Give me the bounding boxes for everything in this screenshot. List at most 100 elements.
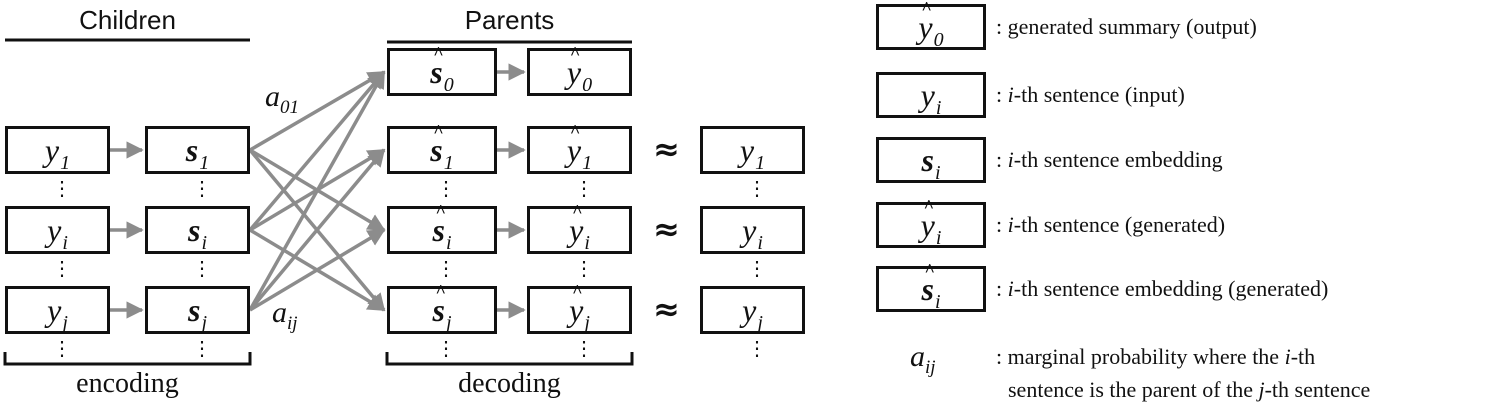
legend-symbol: y <box>920 207 935 243</box>
legend-desc-text: -th sentence (input) <box>1013 82 1185 107</box>
legend-desc-aij-line1: : marginal probability where the i-th <box>996 344 1315 370</box>
ellipsis-target: ⋮ <box>747 338 767 360</box>
child-embedding-symbol: s <box>187 292 201 328</box>
legend-symbol-box-generated-embedding: ^si <box>876 261 986 313</box>
hat-mark: ^ <box>921 0 932 18</box>
legend-desc-text: sentence is the parent of the <box>1008 377 1259 402</box>
ellipsis-parent-output: ⋮ <box>574 258 594 280</box>
parent-output-subscript: 0 <box>582 74 593 96</box>
parent-output-box-1: ^y1 <box>527 122 632 174</box>
parents-heading: Parents <box>464 5 555 35</box>
legend-desc-generated: : i-th sentence (generated) <box>996 212 1225 238</box>
parent-embedding-box-1: ^s1 <box>387 122 497 174</box>
decoding-label: decoding <box>458 368 561 399</box>
legend-desc-italic: i <box>1007 276 1014 301</box>
parent-output-subscript: 1 <box>582 152 593 174</box>
edge-label-base: a <box>272 296 287 329</box>
legend-symbol-aij: aij <box>910 340 936 378</box>
ellipsis-target: ⋮ <box>747 258 767 280</box>
parent-embedding-subscript: 1 <box>443 152 454 174</box>
child-embedding-box-i: si <box>145 206 250 254</box>
legend-desc-text: : <box>996 212 1008 237</box>
child-embedding-symbol: s <box>187 212 201 248</box>
legend-desc-text: : marginal probability where the <box>996 344 1285 369</box>
parent-output-symbol: y <box>566 132 582 168</box>
target-box-i: yi <box>700 206 805 254</box>
child-input-subscript: 1 <box>60 152 71 174</box>
legend-desc-text: -th sentence embedding <box>1013 147 1223 172</box>
legend-symbol: y <box>918 9 933 45</box>
ellipsis-child-embedding: ⋮ <box>192 258 212 280</box>
legend-desc-italic: i <box>1007 212 1014 237</box>
parent-embedding-box-i: ^si <box>387 202 497 254</box>
ellipsis-parent-output: ⋮ <box>574 178 594 200</box>
legend-symbol: y <box>920 77 935 113</box>
legend-symbol-box-summary: ^y0 <box>876 0 986 51</box>
child-input-subscript: j <box>62 312 68 334</box>
parent-embedding-subscript: j <box>445 312 452 334</box>
hat-mark: ^ <box>433 121 444 141</box>
approx-sign-1: ≈ <box>653 130 680 168</box>
target-symbol: y <box>742 212 757 248</box>
parent-edge-2-2 <box>249 228 386 312</box>
approx-sign-j: ≈ <box>653 290 680 328</box>
target-symbol: y <box>742 292 757 328</box>
child-embedding-symbol: s <box>185 132 199 168</box>
parent-embedding-symbol: s <box>432 212 445 248</box>
ellipsis-child-input: ⋮ <box>52 178 72 200</box>
child-embedding-box-j: sj <box>145 286 250 334</box>
child-embedding-subscript: i <box>201 232 207 254</box>
legend-desc-text: -th sentence (generated) <box>1013 212 1226 237</box>
target-subscript: 1 <box>755 152 766 174</box>
edge-label-a01: a01 <box>265 80 299 118</box>
target-subscript: j <box>757 312 763 334</box>
legend-desc-text: : <box>996 147 1008 172</box>
ellipsis-parent-output: ⋮ <box>574 338 594 360</box>
ellipsis-child-embedding: ⋮ <box>192 338 212 360</box>
child-embedding-box-1: s1 <box>145 126 250 174</box>
parent-output-symbol: y <box>569 292 584 328</box>
legend-symbol-box-embedding: si <box>876 137 986 183</box>
edge-label-aij: aij <box>272 296 298 334</box>
child-embedding-subscript: j <box>201 312 207 334</box>
child-input-subscript: i <box>62 232 68 254</box>
parent-embedding-subscript: 0 <box>443 74 454 96</box>
parent-output-symbol: y <box>566 54 582 90</box>
ellipsis-child-input: ⋮ <box>52 258 72 280</box>
edge-label-subscript: 01 <box>280 97 299 118</box>
legend-subscript: i <box>934 291 941 313</box>
legend-desc-text: -th sentence embedding (generated) <box>1013 276 1329 301</box>
parent-embedding-box-j: ^sj <box>387 282 497 334</box>
legend-subscript: 0 <box>933 29 944 51</box>
parent-embedding-symbol: s <box>430 54 443 90</box>
parent-edge-0-0 <box>249 70 386 152</box>
ellipsis-child-input: ⋮ <box>52 338 72 360</box>
parent-output-subscript: i <box>584 232 590 254</box>
hat-mark: ^ <box>435 201 446 221</box>
parent-output-box-i: ^yi <box>527 202 632 254</box>
child-input-symbol: y <box>47 292 62 328</box>
legend-desc-italic: i <box>1007 147 1014 172</box>
parent-output-symbol: y <box>569 212 584 248</box>
hat-mark: ^ <box>433 43 444 63</box>
encoding-brace <box>3 352 252 366</box>
hat-mark: ^ <box>923 196 935 216</box>
legend-desc-text: -th sentence <box>1264 377 1371 402</box>
encoding-label: encoding <box>76 368 179 399</box>
legend-desc-summary: : generated summary (output) <box>996 14 1257 40</box>
legend-desc-input: : i-th sentence (input) <box>996 82 1185 108</box>
target-subscript: i <box>757 232 763 254</box>
approx-sign-i: ≈ <box>653 210 680 248</box>
legend-desc-text: : <box>996 276 1008 301</box>
children-heading: Children <box>79 5 176 35</box>
ellipsis-parent-embedding: ⋮ <box>436 338 456 360</box>
legend-desc-embedding: : i-th sentence embedding <box>996 147 1223 173</box>
hat-mark: ^ <box>569 121 581 141</box>
legend-symbol: s <box>921 271 934 307</box>
parent-output-subscript: j <box>584 312 590 334</box>
legend-subscript: i <box>934 162 941 184</box>
edge-label-base: a <box>265 80 280 113</box>
parent-output-box-j: ^yj <box>527 282 632 334</box>
child-input-symbol: y <box>47 212 62 248</box>
legend-desc-generated-embedding: : i-th sentence embedding (generated) <box>996 276 1328 302</box>
